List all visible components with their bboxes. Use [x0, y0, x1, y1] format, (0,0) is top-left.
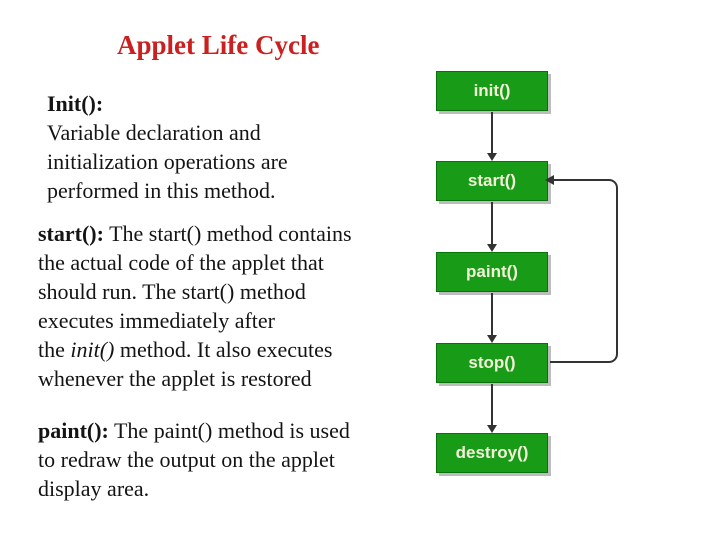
arrow-start-to-paint-head	[487, 244, 497, 252]
diagram-box-stop: stop()	[436, 343, 548, 383]
diagram-box-destroy: destroy()	[436, 433, 548, 473]
text-line: Variable declaration and	[47, 120, 261, 145]
arrow-stop-to-destroy-line	[491, 384, 493, 425]
text-line: the actual code of the applet that	[38, 250, 324, 275]
text-line: paint(): The paint() method is used	[38, 418, 350, 443]
arrow-paint-to-stop-head	[487, 335, 497, 343]
paragraph-paint: paint(): The paint() method is used to re…	[38, 416, 350, 503]
text-line: display area.	[38, 476, 150, 501]
text-line: to redraw the output on the applet	[38, 447, 335, 472]
loop-stop-to-start-head	[545, 175, 554, 185]
paragraph-init: Init(): Variable declaration and initializ…	[47, 89, 288, 205]
text-line: initialization operations are	[47, 149, 288, 174]
arrow-stop-to-destroy-head	[487, 425, 497, 433]
diagram-box-init: init()	[436, 71, 548, 111]
loop-stop-to-start-line	[550, 179, 618, 363]
page-title: Applet Life Cycle	[117, 30, 320, 60]
paragraph-start: start(): The start() method contains the …	[38, 219, 352, 393]
text-line: the init() method. It also executes	[38, 337, 333, 362]
text-line: whenever the applet is restored	[38, 366, 312, 391]
text-line: performed in this method.	[47, 178, 276, 203]
text-line: Init():	[47, 91, 104, 116]
text-line: executes immediately after	[38, 308, 275, 333]
arrow-init-to-start-head	[487, 153, 497, 161]
text-line: start(): The start() method contains	[38, 221, 352, 246]
arrow-init-to-start-line	[491, 112, 493, 153]
diagram-box-paint: paint()	[436, 252, 548, 292]
diagram-box-start: start()	[436, 161, 548, 201]
text-line: should run. The start() method	[38, 279, 306, 304]
arrow-paint-to-stop-line	[491, 293, 493, 335]
arrow-start-to-paint-line	[491, 202, 493, 244]
